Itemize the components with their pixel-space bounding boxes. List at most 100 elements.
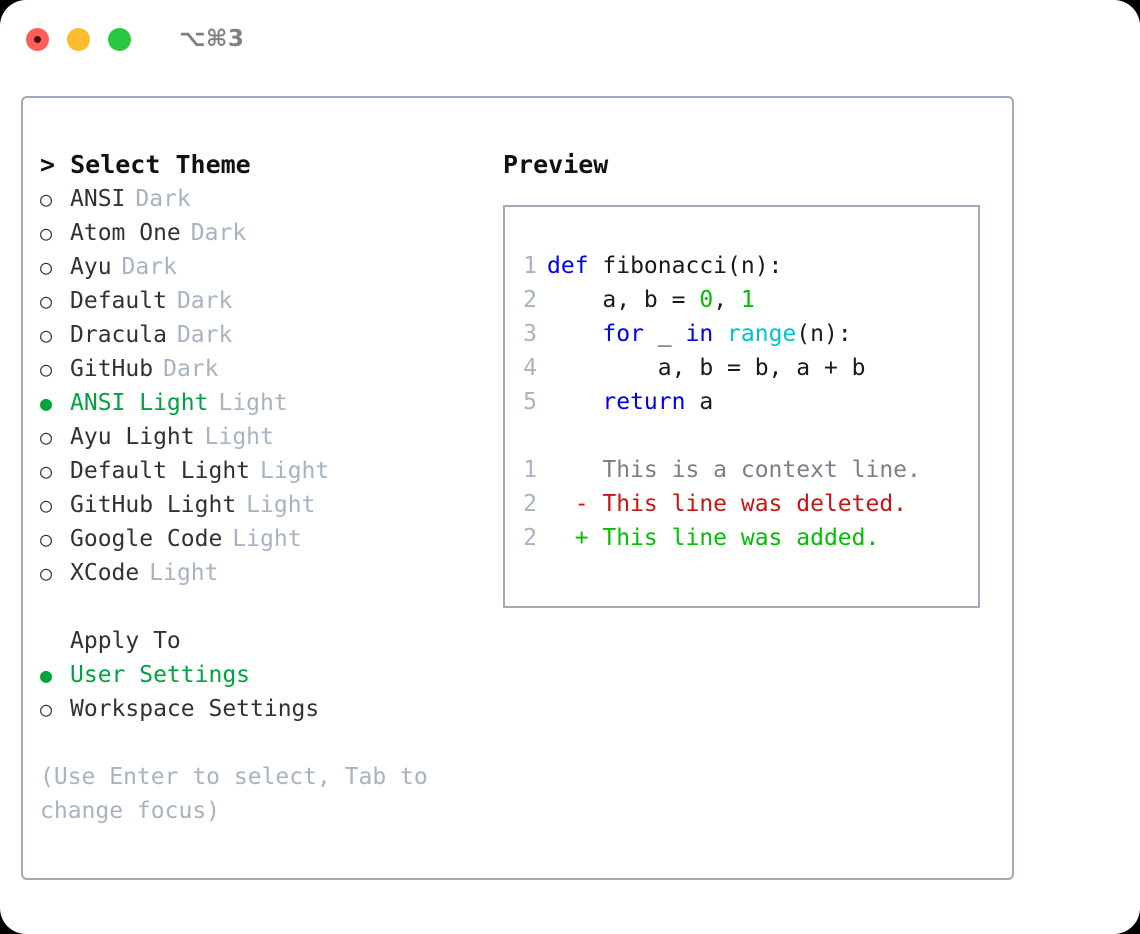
theme-option-google-code[interactable]: ○ Google Code Light bbox=[40, 522, 503, 556]
code-diff-divider bbox=[505, 419, 978, 453]
line-number: 1 bbox=[523, 253, 537, 279]
radio-selected-icon: ● bbox=[40, 663, 53, 687]
diff-line-add: 2 + This line was added. bbox=[505, 521, 978, 555]
line-number: 2 bbox=[523, 287, 537, 313]
theme-option-label: Default bbox=[70, 288, 167, 314]
theme-option-label: ANSI Light bbox=[70, 390, 209, 416]
theme-option-label: XCode bbox=[70, 560, 140, 586]
radio-unselected-icon: ○ bbox=[40, 289, 53, 313]
keyboard-shortcut-label: ⌥⌘3 bbox=[179, 26, 245, 52]
code-line: 4 a, b = b, a + b bbox=[505, 351, 978, 385]
line-number: 2 bbox=[523, 491, 537, 517]
apply-to-title: Apply To bbox=[70, 628, 181, 654]
line-number: 5 bbox=[523, 389, 537, 415]
radio-unselected-icon: ○ bbox=[40, 221, 53, 245]
diff-line-ctx: 1 This is a context line. bbox=[505, 453, 978, 487]
maximize-button[interactable] bbox=[108, 27, 131, 51]
diff-sample: 1 This is a context line.2 - This line w… bbox=[505, 453, 978, 555]
theme-option-variant: Dark bbox=[135, 186, 191, 212]
close-button[interactable] bbox=[26, 27, 49, 51]
code-line-text: a, b = b, a + b bbox=[547, 351, 866, 385]
keyboard-hint: (Use Enter to select, Tab to change focu… bbox=[40, 764, 428, 824]
theme-option-variant: Dark bbox=[190, 220, 247, 246]
theme-option-default[interactable]: ○ Default Dark bbox=[40, 284, 503, 318]
line-number: 3 bbox=[523, 321, 537, 347]
radio-unselected-icon: ○ bbox=[40, 323, 53, 347]
code-token-kw: in bbox=[685, 321, 714, 347]
radio-unselected-icon: ○ bbox=[40, 697, 53, 721]
preview-title: Preview bbox=[503, 150, 609, 179]
theme-option-label: Dracula bbox=[70, 322, 167, 348]
code-token-kw: for bbox=[602, 321, 644, 347]
theme-option-atom-one[interactable]: ○ Atom One Dark bbox=[40, 216, 503, 250]
page-title: > Select Theme bbox=[40, 150, 251, 179]
code-token-fn: range bbox=[727, 321, 797, 347]
theme-option-variant: Dark bbox=[121, 254, 177, 280]
apply-to-option-label: User Settings bbox=[70, 662, 251, 688]
code-line-text: def fibonacci(n): bbox=[547, 249, 782, 283]
apply-to-option-user-settings[interactable]: ● User Settings bbox=[40, 658, 503, 692]
minimize-button[interactable] bbox=[67, 27, 90, 51]
apply-to-option-workspace-settings[interactable]: ○ Workspace Settings bbox=[40, 692, 503, 726]
theme-option-label: Default Light bbox=[70, 458, 251, 484]
code-line: 5 return a bbox=[505, 385, 978, 419]
line-number: 1 bbox=[523, 457, 537, 483]
code-token-num: 0 bbox=[699, 287, 714, 313]
record-dot-icon bbox=[34, 35, 41, 43]
apply-to-option-label: Workspace Settings bbox=[70, 696, 320, 722]
apply-to-header: ○ Apply To bbox=[40, 624, 503, 658]
code-line-text: a, b = 0, 1 bbox=[547, 283, 754, 317]
code-token-plain bbox=[547, 321, 602, 347]
code-token-kw: return bbox=[602, 389, 686, 415]
code-line-text: for _ in range(n): bbox=[547, 317, 852, 351]
code-token-plain: a, b = b, a + b bbox=[547, 355, 866, 381]
theme-option-label: GitHub bbox=[70, 356, 154, 382]
code-token-kw: def bbox=[547, 253, 603, 279]
theme-option-variant: Light bbox=[149, 560, 219, 586]
radio-unselected-icon: ○ bbox=[40, 493, 53, 517]
radio-selected-icon: ● bbox=[40, 391, 53, 415]
code-token-plain: a, b = bbox=[547, 287, 700, 313]
diff-line-del: 2 - This line was deleted. bbox=[505, 487, 978, 521]
code-line: 1 def fibonacci(n): bbox=[505, 249, 978, 283]
code-token-plain: fibonacci(n): bbox=[602, 253, 783, 279]
theme-option-variant: Light bbox=[232, 526, 302, 552]
diff-line-text: + This line was added. bbox=[547, 525, 880, 551]
code-line: 3 for _ in range(n): bbox=[505, 317, 978, 351]
theme-option-label: Ayu Light bbox=[70, 424, 195, 450]
apply-to-option-list[interactable]: ● User Settings ○ Workspace Settings bbox=[40, 658, 503, 726]
radio-unselected-icon: ○ bbox=[40, 255, 53, 279]
line-number: 2 bbox=[523, 525, 537, 551]
code-token-plain: (n): bbox=[796, 321, 852, 347]
theme-option-label: ANSI bbox=[70, 186, 126, 212]
radio-unselected-icon: ○ bbox=[40, 425, 53, 449]
code-token-plain bbox=[547, 389, 602, 415]
theme-option-label: Google Code bbox=[70, 526, 223, 552]
theme-option-label: Atom One bbox=[70, 220, 181, 246]
radio-unselected-icon: ○ bbox=[40, 357, 53, 381]
line-number: 4 bbox=[523, 355, 537, 381]
radio-unselected-icon: ○ bbox=[40, 561, 53, 585]
theme-option-xcode[interactable]: ○ XCode Light bbox=[40, 556, 503, 590]
theme-option-variant: Dark bbox=[163, 356, 219, 382]
radio-unselected-icon: ○ bbox=[40, 527, 53, 551]
code-token-plain: , bbox=[713, 287, 741, 313]
theme-option-ansi-light[interactable]: ● ANSI Light Light bbox=[40, 386, 503, 420]
code-token-plain: a bbox=[685, 389, 714, 415]
theme-option-variant: Light bbox=[218, 390, 288, 416]
window-controls bbox=[26, 27, 131, 51]
theme-option-variant: Dark bbox=[176, 288, 233, 314]
theme-option-github[interactable]: ○ GitHub Dark bbox=[40, 352, 503, 386]
theme-option-variant: Light bbox=[260, 458, 330, 484]
